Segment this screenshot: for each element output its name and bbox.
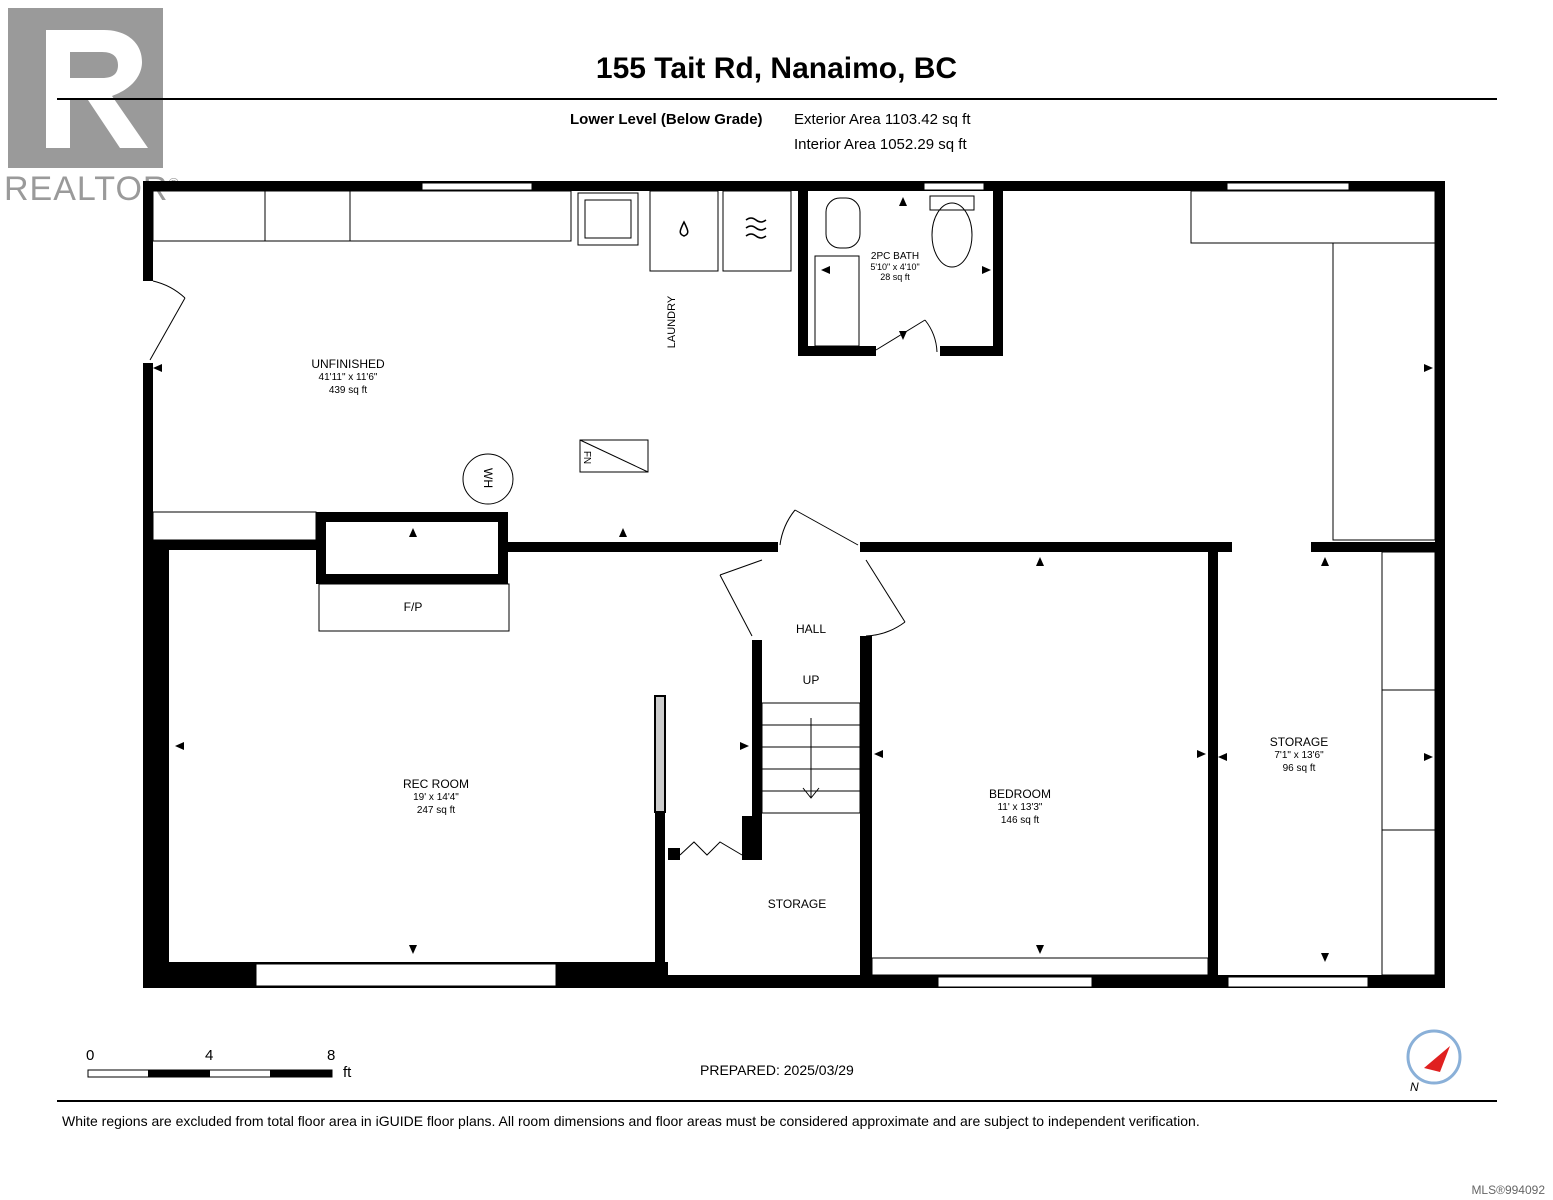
scale-tick-0: 0 bbox=[86, 1047, 95, 1064]
compass-icon bbox=[1406, 1029, 1462, 1085]
furnace-label: FN bbox=[581, 450, 593, 465]
room-storage-small: STORAGE bbox=[767, 897, 827, 911]
wall-right bbox=[1435, 181, 1445, 988]
water-heater-label: WH bbox=[481, 468, 495, 488]
room-hall: HALL bbox=[795, 622, 827, 636]
exterior-area: Exterior Area 1103.42 sq ft bbox=[794, 111, 971, 128]
realtor-logo-text: REALTOR® bbox=[4, 170, 179, 208]
bath-wall-left bbox=[798, 186, 808, 356]
scale-unit: ft bbox=[343, 1064, 352, 1081]
scale-bar bbox=[87, 1069, 333, 1078]
bath-wall-right bbox=[993, 186, 1003, 356]
room-unfinished: UNFINISHED 41'11" x 11'6" 439 sq ft bbox=[311, 357, 385, 397]
wall-top bbox=[143, 181, 1445, 191]
stairs-up-label: UP bbox=[802, 673, 820, 687]
interior-area: Interior Area 1052.29 sq ft bbox=[794, 136, 967, 153]
page-title: 155 Tait Rd, Nanaimo, BC bbox=[595, 52, 958, 85]
room-bedroom: BEDROOM 11' x 13'3" 146 sq ft bbox=[988, 787, 1052, 827]
scale-tick-4: 4 bbox=[205, 1047, 214, 1064]
wall-left-thick bbox=[143, 540, 169, 988]
room-rec-room: REC ROOM 19' x 14'4" 247 sq ft bbox=[403, 777, 469, 817]
scale-tick-8: 8 bbox=[327, 1047, 336, 1064]
footer-disclaimer: White regions are excluded from total fl… bbox=[62, 1113, 1200, 1129]
wall-left-upper bbox=[143, 181, 153, 281]
laundry-label: LAUNDRY bbox=[666, 295, 679, 349]
header-rule bbox=[57, 98, 1497, 100]
bath-wall-bottom-a bbox=[798, 346, 876, 356]
prepared-date: PREPARED: 2025/03/29 bbox=[700, 1062, 854, 1078]
compass-north-label: N bbox=[1410, 1080, 1419, 1094]
mls-number: MLS®994092 bbox=[1471, 1183, 1545, 1197]
level-label: Lower Level (Below Grade) bbox=[570, 111, 763, 128]
room-storage-right: STORAGE 7'1" x 13'6" 96 sq ft bbox=[1269, 735, 1329, 775]
fireplace-label: F/P bbox=[403, 600, 423, 614]
bath-wall-bottom-b bbox=[940, 346, 1003, 356]
room-2pc-bath: 2PC BATH 5'10" x 4'10" 28 sq ft bbox=[870, 251, 920, 283]
realtor-logo-icon bbox=[8, 8, 163, 168]
